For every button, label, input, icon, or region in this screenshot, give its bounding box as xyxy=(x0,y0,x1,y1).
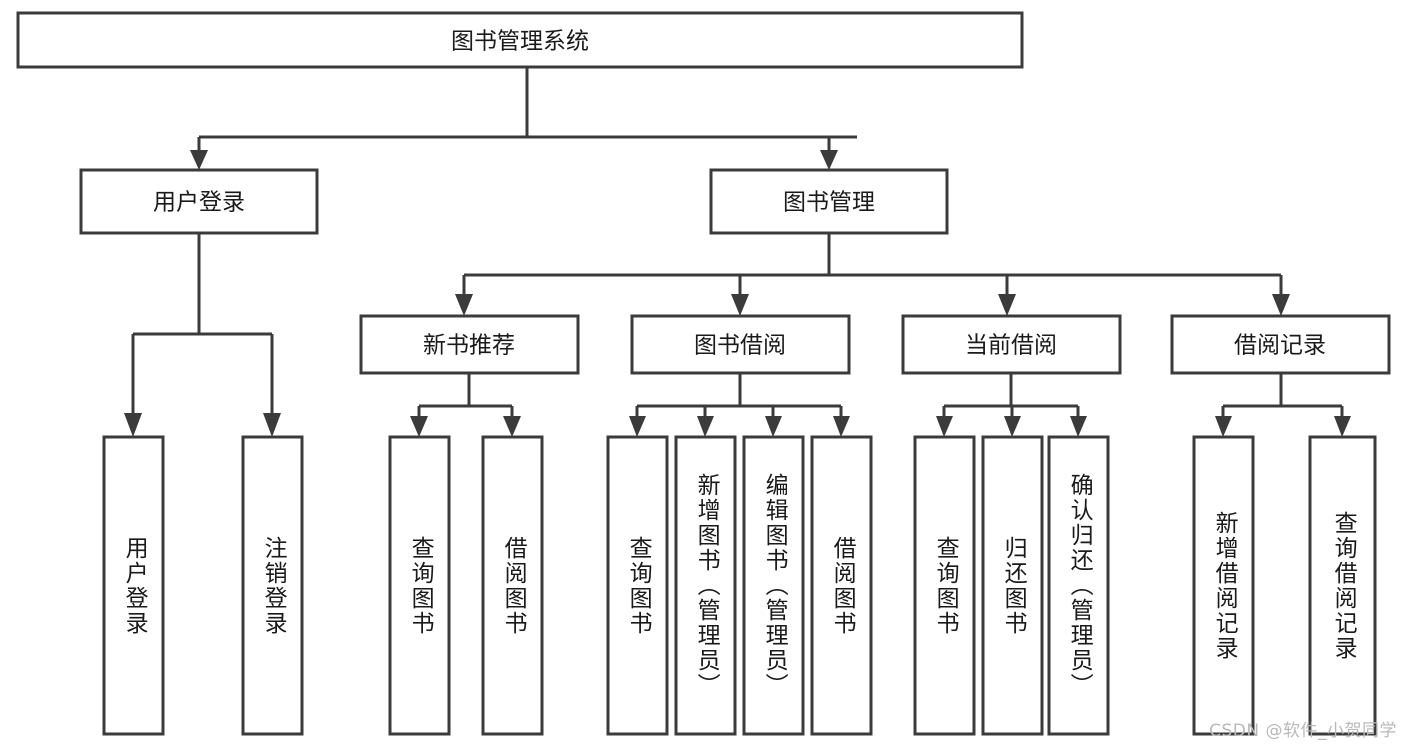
node-new-book-rec-label: 新书推荐 xyxy=(423,333,515,359)
node-book-borrow-box[interactable] xyxy=(630,314,851,375)
arrow-head-current-borrow xyxy=(998,294,1016,316)
node-box-layer: 图书管理系统 用户登录 图书管理 新书推荐 图书借阅 当前借阅 借阅记录 xyxy=(16,11,1391,736)
leaf-box-cb-query-book[interactable] xyxy=(913,435,976,736)
node-new-book-rec-box[interactable] xyxy=(359,314,580,375)
arrow-head-cb-leaf-1 xyxy=(936,416,953,437)
arrow-head-book-borrow xyxy=(731,294,749,316)
arrow-head-user-login xyxy=(190,150,208,170)
arrow-head-bb-leaf-2 xyxy=(697,416,714,437)
arrow-head-nbr-leaf-2 xyxy=(503,416,521,437)
node-root-label: 图书管理系统 xyxy=(451,29,589,55)
leaf-box-cb-confirm-return-admin[interactable] xyxy=(1047,435,1110,736)
node-book-mgmt-label: 图书管理 xyxy=(783,190,875,216)
node-borrow-record-label: 借阅记录 xyxy=(1234,333,1326,359)
node-current-borrow-box[interactable] xyxy=(901,314,1122,375)
node-book-mgmt-box[interactable] xyxy=(709,168,949,235)
node-user-login-label: 用户登录 xyxy=(153,190,245,216)
leaf-box-user-login[interactable] xyxy=(102,435,165,736)
arrow-head-bb-leaf-1 xyxy=(629,416,646,437)
node-book-borrow-label: 图书借阅 xyxy=(694,333,786,359)
leaf-box-cb-return-book[interactable] xyxy=(981,435,1044,736)
leaf-box-logout[interactable] xyxy=(241,435,304,736)
arrow-head-cb-leaf-2 xyxy=(1004,416,1021,437)
leaf-box-br-add-record[interactable] xyxy=(1192,435,1255,736)
arrow-head-br-leaf-2 xyxy=(1334,416,1351,437)
leaf-box-bb-add-book-admin[interactable] xyxy=(674,435,737,736)
leaf-box-bb-query-book[interactable] xyxy=(606,435,669,736)
arrow-head-bb-leaf-4 xyxy=(833,416,850,437)
node-current-borrow-label: 当前借阅 xyxy=(965,333,1057,359)
arrow-head-leaf-logout xyxy=(263,413,281,437)
leaf-box-nbr-borrow-book[interactable] xyxy=(481,435,544,736)
arrow-head-cb-leaf-3 xyxy=(1070,416,1087,437)
arrow-head-new-book-rec xyxy=(455,294,473,316)
leaf-box-br-query-record[interactable] xyxy=(1308,435,1377,736)
csdn-watermark: CSDN @软件_小贺同学 xyxy=(1209,721,1397,741)
node-user-login-box[interactable] xyxy=(79,168,319,235)
arrow-head-borrow-record xyxy=(1272,294,1290,316)
arrow-head-book-mgmt xyxy=(820,150,838,170)
arrow-head-bb-leaf-3 xyxy=(765,416,782,437)
arrow-head-nbr-leaf-1 xyxy=(410,416,428,437)
leaf-box-nbr-query-book[interactable] xyxy=(388,435,451,736)
arrow-head-leaf-user-login xyxy=(124,413,142,437)
arrow-head-br-leaf-1 xyxy=(1215,416,1232,437)
connector-layer xyxy=(124,67,1351,437)
node-root-box[interactable] xyxy=(16,11,1024,69)
leaf-box-bb-borrow-book[interactable] xyxy=(810,435,873,736)
leaf-box-bb-edit-book-admin[interactable] xyxy=(742,435,805,736)
node-borrow-record-box[interactable] xyxy=(1170,314,1391,375)
